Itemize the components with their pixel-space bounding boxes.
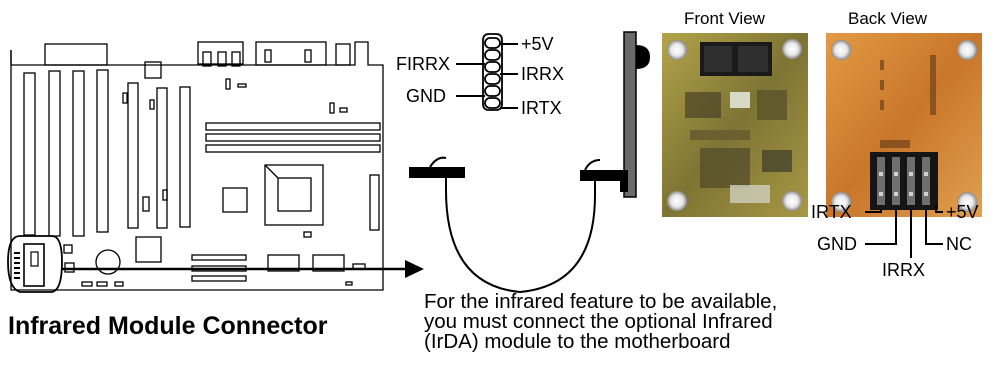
description-text: For the infrared feature to be available… — [424, 290, 778, 353]
module-back-photo — [826, 33, 982, 217]
header-label-5v: +5V — [521, 34, 554, 54]
header-label-gnd: GND — [406, 86, 446, 106]
description-line: (IrDA) module to the motherboard — [424, 330, 731, 353]
connection-arrow — [62, 260, 424, 278]
module-label-gnd: GND — [817, 234, 857, 254]
description-line: you must connect the optional Infrared — [424, 310, 773, 333]
description-line: For the infrared feature to be available… — [424, 290, 778, 313]
diagram-title: Infrared Module Connector — [8, 312, 328, 340]
header-label-irtx: IRTX — [521, 98, 562, 118]
motherboard-drawing — [7, 41, 384, 293]
ir-cable — [409, 156, 628, 294]
back-view-label: Back View — [848, 9, 928, 28]
header-label-irrx: IRRX — [521, 64, 565, 84]
header-label-firrx: FIRRX — [396, 54, 450, 74]
motherboard-ir-header-pins — [14, 252, 20, 279]
front-view-label: Front View — [684, 9, 765, 28]
module-pin-leaders — [865, 205, 943, 258]
module-label-irtx: IRTX — [811, 202, 852, 222]
module-label-nc: NC — [946, 234, 972, 254]
module-front-photo — [662, 33, 808, 217]
module-label-5v: +5V — [946, 202, 979, 222]
ir-module-side-view — [620, 31, 650, 198]
module-label-irrx: IRRX — [882, 260, 926, 280]
ir-pin-header — [456, 33, 518, 111]
